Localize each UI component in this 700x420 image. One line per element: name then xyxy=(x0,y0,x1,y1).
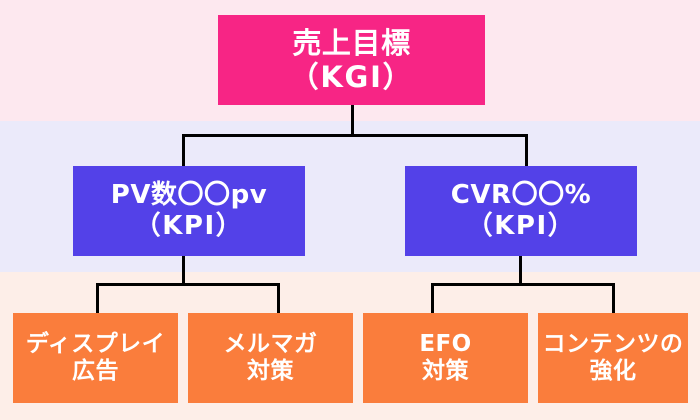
node-kpi-pv-line2: （KPI） xyxy=(134,211,244,241)
node-kgi-line2: （KGI） xyxy=(289,60,414,94)
connector-kpi-left-drop xyxy=(182,134,185,167)
node-action-efo[interactable]: EFO 対策 xyxy=(363,313,528,403)
connector-action-3-drop xyxy=(431,283,434,314)
connector-action-right-bar xyxy=(431,283,615,286)
connector-action-2-drop xyxy=(277,283,280,314)
connector-kpi-bar xyxy=(182,134,528,137)
node-kpi-cvr[interactable]: CVR〇〇% （KPI） xyxy=(405,166,637,256)
node-action-content[interactable]: コンテンツの 強化 xyxy=(538,313,688,403)
node-action-efo-line1: EFO xyxy=(419,330,472,357)
node-action-mailmagazine-line2: 対策 xyxy=(247,358,294,384)
node-kpi-pv[interactable]: PV数〇〇pv （KPI） xyxy=(73,166,305,256)
connector-action-4-drop xyxy=(612,283,615,314)
node-kpi-cvr-line1: CVR〇〇% xyxy=(450,180,592,211)
node-action-mailmagazine-line1: メルマガ xyxy=(223,330,318,357)
node-action-content-line1: コンテンツの xyxy=(542,330,684,357)
connector-kgi-stem xyxy=(351,105,354,136)
node-action-mailmagazine[interactable]: メルマガ 対策 xyxy=(188,313,353,403)
connector-kpi-right-stem xyxy=(519,256,522,286)
node-action-content-line2: 強化 xyxy=(589,358,637,384)
node-action-display-ad[interactable]: ディスプレイ 広告 xyxy=(13,313,178,403)
node-kgi-line1: 売上目標 xyxy=(292,25,411,60)
node-action-display-ad-line2: 広告 xyxy=(72,358,119,384)
connector-action-1-drop xyxy=(96,283,99,314)
node-action-display-ad-line1: ディスプレイ xyxy=(25,330,166,357)
node-kgi[interactable]: 売上目標 （KGI） xyxy=(218,15,485,105)
connector-kpi-left-stem xyxy=(182,256,185,286)
node-kpi-cvr-line2: （KPI） xyxy=(466,211,576,241)
connector-action-left-bar xyxy=(96,283,280,286)
connector-kpi-right-drop xyxy=(525,134,528,167)
node-action-efo-line2: 対策 xyxy=(422,358,469,384)
node-kpi-pv-line1: PV数〇〇pv xyxy=(110,180,268,211)
